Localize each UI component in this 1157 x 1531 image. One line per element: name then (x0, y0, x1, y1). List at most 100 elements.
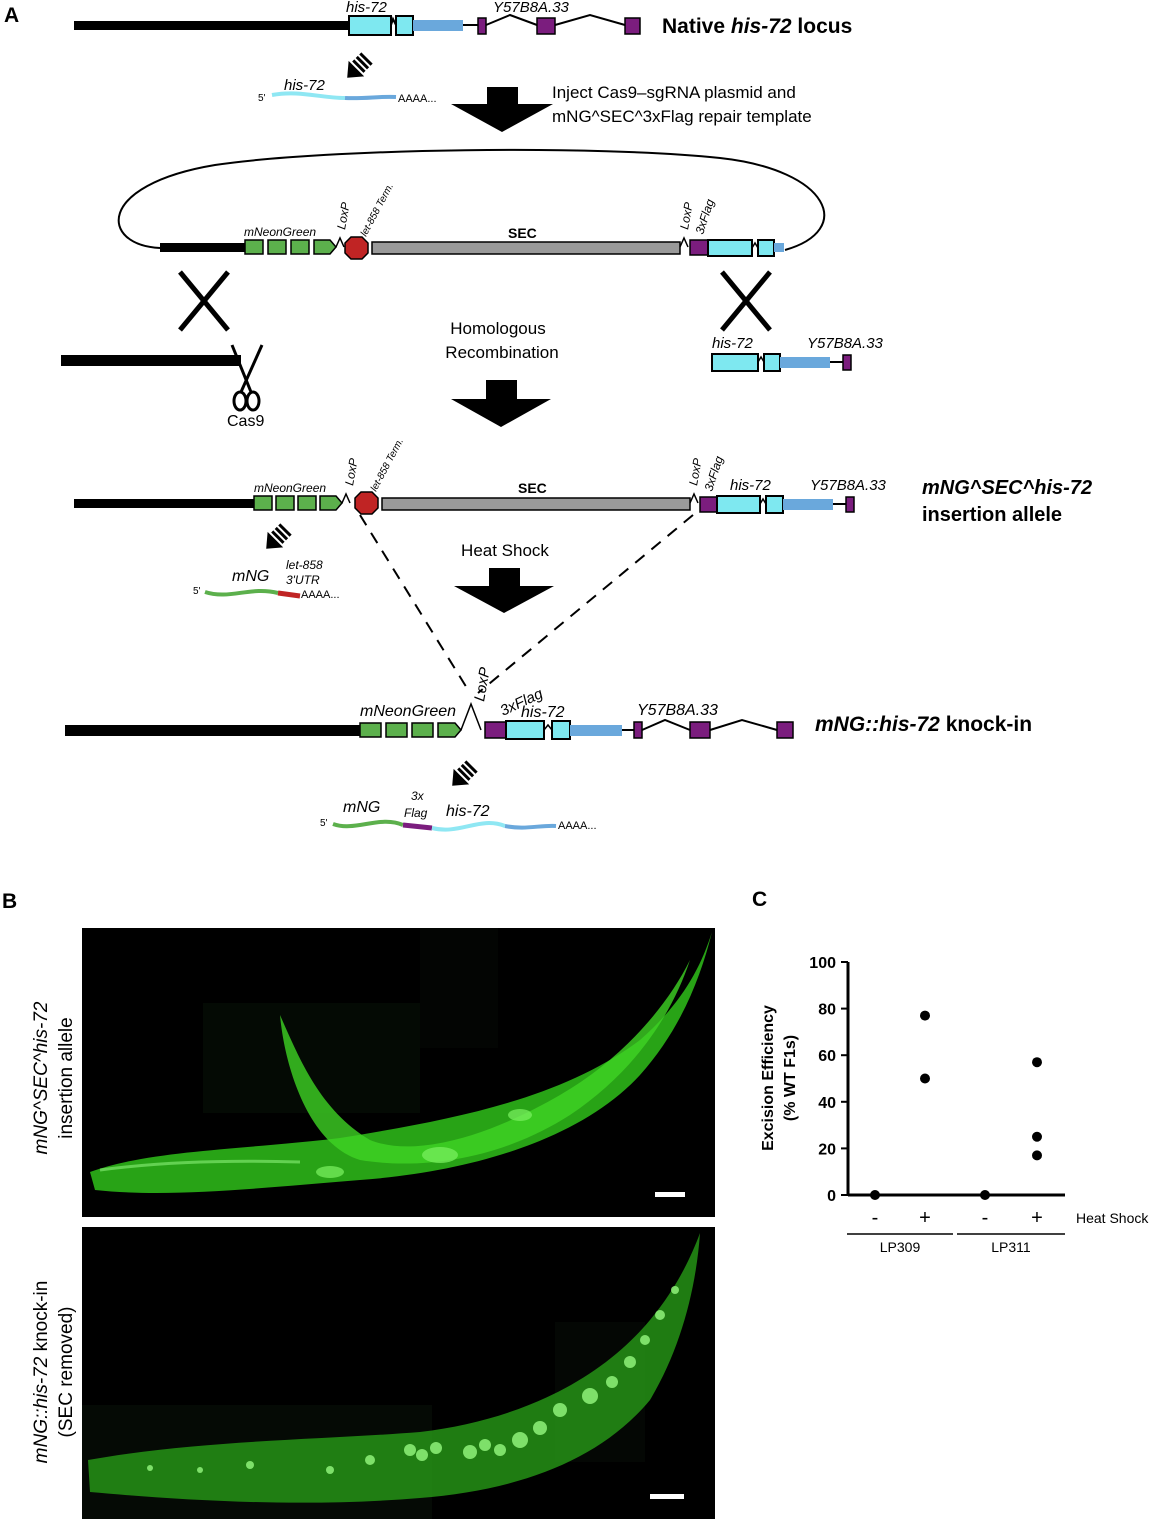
insertion-allele (74, 491, 855, 515)
data-point (920, 1010, 930, 1021)
ki-his72-label: his-72 (521, 704, 565, 721)
micrograph-knockin (82, 1227, 715, 1519)
scissors-icon (230, 344, 264, 412)
native-his72-label: his-72 (346, 0, 388, 16)
data-point (870, 1190, 880, 1200)
mrna3-his72: his-72 (446, 803, 490, 820)
ins-loxp1-label: LoxP (342, 457, 361, 486)
y-tick-label: 80 (818, 1002, 836, 1019)
ki-loxp-label: LoxP (471, 666, 494, 703)
mrna1-polya: AAAA... (398, 93, 437, 105)
data-point (1032, 1131, 1042, 1142)
crossover-right (720, 270, 772, 332)
ins-y57-label: Y57B8A.33 (810, 477, 887, 494)
heat-shock-label: Heat Shock (461, 541, 549, 560)
inject-line1: Inject Cas9–sgRNA plasmid and (552, 83, 796, 102)
group-label: LP311 (991, 1239, 1031, 1255)
plasmid-term-label: let-858 Term. (359, 182, 396, 239)
knockin-title: mNG::his-72 knock-in (815, 713, 1032, 736)
step-arrow-1 (451, 87, 553, 132)
mrna3-polya: AAAA... (558, 820, 597, 832)
transcription-arrow-1 (347, 52, 373, 78)
y-tick-label: 40 (818, 1095, 836, 1112)
scale-bar-bottom (650, 1494, 684, 1499)
panel-c-label: C (752, 888, 767, 911)
b-top-label-2: insertion allele (56, 1017, 77, 1138)
y-axis-label-2: (% WT F1s) (782, 1035, 799, 1121)
ki-mng-label: mNeonGreen (360, 703, 456, 720)
ins-sec-label: SEC (518, 480, 547, 496)
hr-line1: Homologous (450, 319, 545, 338)
mrna2-utr1: let-858 (286, 558, 323, 572)
excision-dashes (359, 514, 694, 694)
insertion-title-1: mNG^SEC^his-72 (922, 477, 1092, 499)
inject-line2: mNG^SEC^3xFlag repair template (552, 107, 812, 126)
y-tick-label: 100 (809, 955, 836, 972)
y-tick-label: 60 (818, 1048, 836, 1065)
plasmid-sec-label: SEC (508, 225, 537, 241)
plasmid-flag-label: 3xFlag (693, 197, 718, 236)
cut-dna-right (711, 353, 852, 372)
cas9-label: Cas9 (227, 413, 264, 430)
knockin-allele (65, 701, 794, 740)
group-label: LP309 (880, 1239, 921, 1255)
condition-label: + (919, 1207, 931, 1229)
plasmid-loxp2-label: LoxP (677, 201, 696, 230)
micrograph-insertion-allele (82, 928, 715, 1217)
y-tick-label: 20 (818, 1141, 836, 1158)
mrna2-polya: AAAA... (301, 589, 340, 601)
hr-y57-label: Y57B8A.33 (807, 335, 884, 352)
mrna-mng-utr (204, 588, 301, 599)
mrna2-utr2: 3'UTR (286, 573, 320, 587)
mrna3-flag2: Flag (404, 806, 428, 820)
data-point (1032, 1150, 1042, 1161)
y-tick-label: 0 (827, 1188, 836, 1205)
transcription-arrow-2 (266, 523, 292, 549)
cut-dna-left (61, 355, 241, 366)
condition-label: - (872, 1207, 879, 1229)
y-axis-label-1: Excision Efficiency (760, 1005, 777, 1151)
panel-b-label: B (2, 890, 17, 913)
native-locus-title: Native his-72 locus (662, 15, 852, 38)
mrna1-label: his-72 (284, 77, 326, 94)
ins-term-label: let-858 Term. (369, 437, 406, 494)
mrna-mng-his72 (332, 819, 557, 832)
mrna3-flag1: 3x (411, 789, 425, 803)
ins-his72-label: his-72 (730, 477, 772, 494)
transcription-arrow-3 (452, 760, 478, 786)
mrna3-five: 5' (320, 818, 328, 829)
mrna1-five: 5' (258, 93, 266, 104)
hr-line2: Recombination (445, 343, 558, 362)
step-arrow-2 (451, 380, 551, 427)
mrna2-mng: mNG (232, 568, 269, 585)
ins-loxp2-label: LoxP (686, 457, 705, 486)
native-y57-label: Y57B8A.33 (493, 0, 570, 16)
ins-flag-label: 3xFlag (702, 454, 727, 493)
b-top-label-1: mNG^SEC^his-72 (31, 1001, 52, 1154)
panel-a-label: A (4, 4, 19, 27)
condition-label: + (1031, 1207, 1043, 1229)
heat-shock-row-label: Heat Shock (1076, 1210, 1149, 1226)
plasmid-mng-label: mNeonGreen (244, 225, 316, 239)
insertion-title-2: insertion allele (922, 504, 1062, 526)
mrna-his72 (271, 91, 397, 101)
mrna2-five: 5' (193, 586, 201, 597)
b-bottom-label-2: (SEC removed) (56, 1307, 77, 1438)
plasmid-loxp1-label: LoxP (334, 201, 353, 230)
ins-mng-label: mNeonGreen (254, 481, 326, 495)
scale-bar-top (655, 1192, 685, 1197)
mrna3-mng: mNG (343, 799, 380, 816)
crossover-left (178, 270, 230, 332)
condition-label: - (982, 1207, 989, 1229)
ki-y57-label: Y57B8A.33 (637, 702, 718, 719)
data-point (980, 1190, 990, 1200)
step-arrow-3 (454, 568, 554, 613)
data-point (920, 1073, 930, 1084)
native-locus (74, 13, 641, 36)
repair-plasmid (117, 148, 826, 260)
hr-his72-label: his-72 (712, 335, 754, 352)
b-bottom-label-1: mNG::his-72 knock-in (31, 1281, 52, 1464)
data-point (1032, 1057, 1042, 1068)
